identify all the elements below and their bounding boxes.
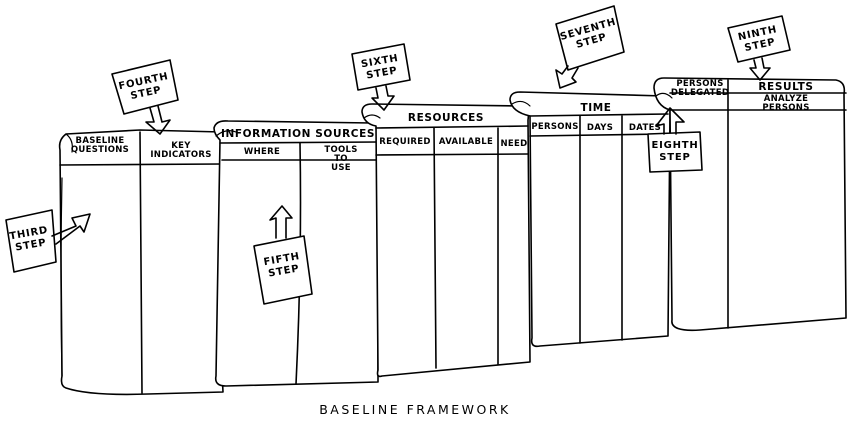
label-line: STEP — [659, 152, 690, 163]
sign-ninth-step: NINTHSTEP — [727, 15, 791, 81]
column-days: DAYS — [587, 123, 613, 133]
sign-sixth-step: SIXTHSTEP — [351, 43, 411, 111]
panel-resources: RESOURCES REQUIRED AVAILABLE NEED — [361, 103, 531, 378]
label-line: ANALYZE — [764, 94, 809, 104]
resources-title: RESOURCES — [408, 112, 484, 124]
sign-third-step: THIRDSTEP — [5, 209, 91, 273]
label-line: QUESTIONS — [71, 145, 129, 155]
label-line: INDICATORS — [150, 150, 211, 160]
label-line: KEY — [171, 141, 191, 151]
label-line: EIGHTH — [651, 140, 698, 151]
label-line: STEP — [366, 65, 399, 81]
time-title: TIME — [580, 102, 611, 114]
label-line: STEP — [268, 263, 301, 279]
label-line: PERSONS — [676, 79, 723, 89]
sign-seventh-step: SEVENTHSTEP — [555, 5, 625, 89]
column-available: AVAILABLE — [439, 137, 493, 147]
label-line: TOOLS — [324, 145, 357, 155]
results-title: RESULTS — [758, 81, 813, 93]
panel-time: TIME PERSONS DAYS DATES — [509, 91, 672, 348]
sixth-step-label: SIXTHSTEP — [360, 53, 401, 82]
third-step-label: THIRDSTEP — [9, 225, 51, 254]
column-required: REQUIRED — [379, 137, 430, 147]
diagram-caption: BASELINE FRAMEWORK — [319, 402, 511, 417]
label-line: DELEGATED — [671, 88, 729, 98]
label-line: USE — [331, 163, 351, 173]
label-line: PERSONS — [762, 103, 809, 113]
column-dates: DATES — [629, 123, 661, 133]
sign-fourth-step: FOURTHSTEP — [111, 59, 179, 135]
fifth-step-label: FIFTHSTEP — [263, 251, 303, 280]
label-line: TO — [334, 154, 348, 164]
sign-fifth-step: FIFTHSTEP — [253, 205, 313, 305]
label-line: STEP — [15, 237, 48, 253]
column-need: NEED — [501, 139, 528, 149]
label-line: BASELINE — [76, 136, 125, 146]
information-sources-title: INFORMATION SOURCES — [221, 128, 375, 140]
column-persons: PERSONS — [531, 122, 578, 132]
column-where: WHERE — [244, 147, 280, 157]
